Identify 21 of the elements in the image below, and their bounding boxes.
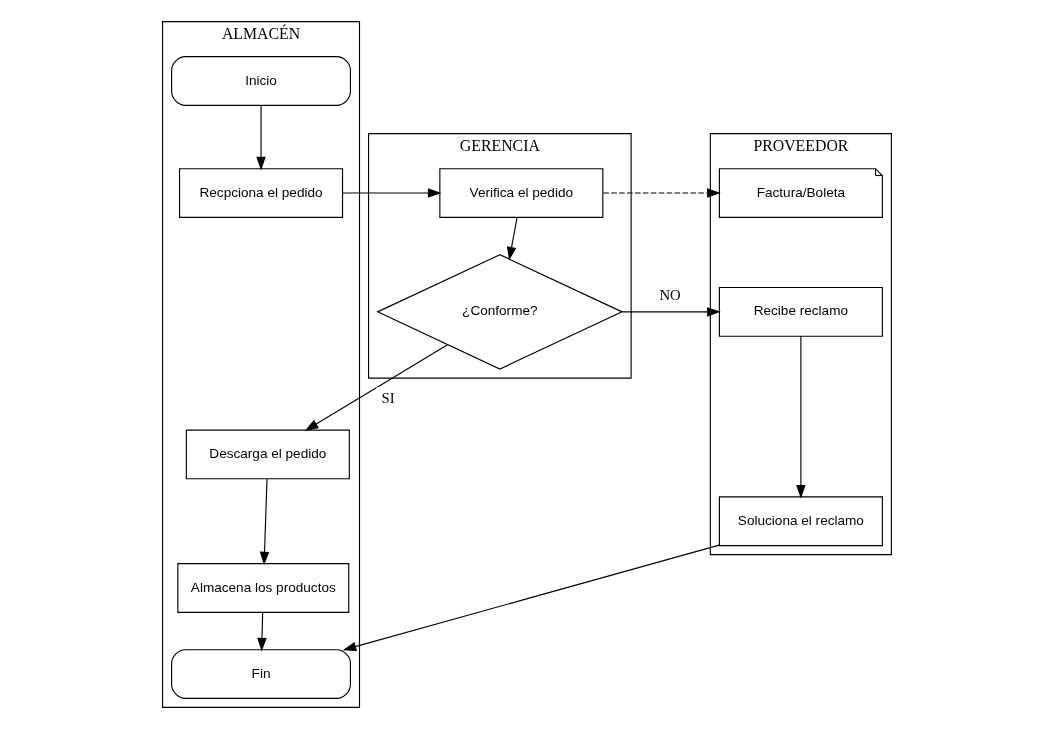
arrow [602,188,721,198]
arrow [506,217,518,261]
arrow [304,344,449,431]
arrow [342,188,442,198]
arrow [796,335,806,499]
node-box: Soluciona el reclamo [718,496,883,547]
node-box: Descarga el pedido [185,429,350,480]
node-box: Recpciona el pedido [179,168,344,218]
arrow [259,478,270,566]
node-box: Recibe reclamo [718,286,883,337]
node-box: Fin [171,649,351,699]
node-box: Almacena los productos [177,563,350,613]
node-box: Inicio [171,56,351,106]
arrow [256,104,266,171]
node-diamond: ¿Conforme? [376,254,624,370]
arrow [342,544,720,652]
arrow [257,611,267,652]
arrow [621,307,721,317]
node-box: Verifica el pedido [439,168,604,218]
edge-label: SI [381,390,395,407]
edge-label: NO [659,286,681,303]
